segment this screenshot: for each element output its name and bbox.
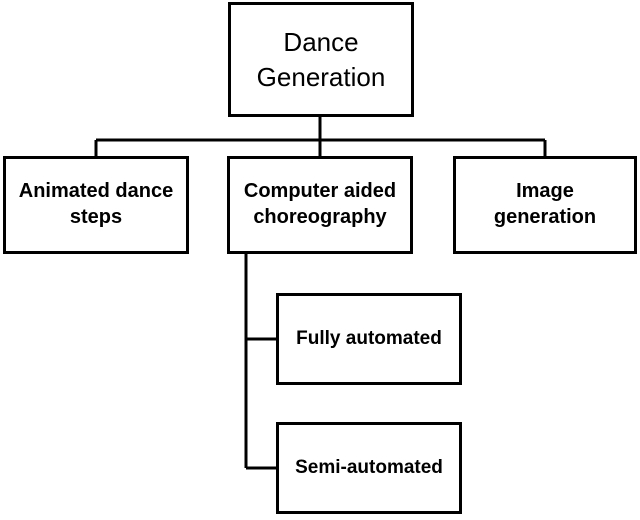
node-computer-aided-choreography: Computer aided choreography [227,156,413,254]
root-node-dance-generation: Dance Generation [228,2,414,117]
node-semi-automated: Semi-automated [276,422,462,514]
node-image-generation: Image generation [453,156,637,254]
node-animated-dance-steps: Animated dance steps [3,156,189,254]
node-fully-automated: Fully automated [276,293,462,385]
